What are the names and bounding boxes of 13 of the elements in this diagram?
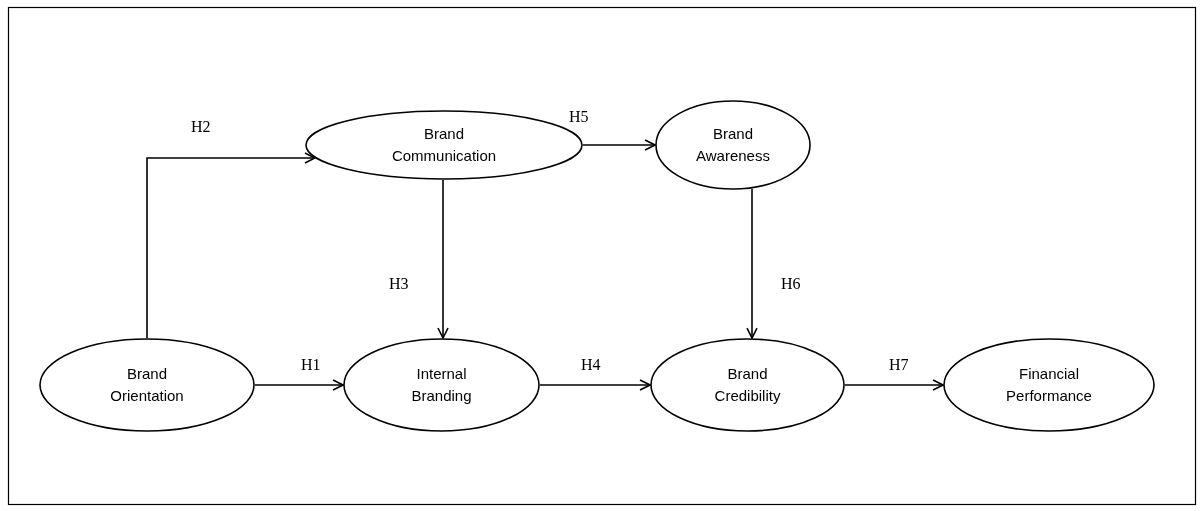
construct-name: Internal Branding [410,364,473,406]
construct-name: Brand Communication [390,124,498,166]
construct-name: Brand Orientation [109,364,185,406]
arrow [746,187,758,339]
arrow [844,379,944,391]
construct-name: Brand Credibility [713,364,782,406]
arrow [437,179,449,339]
construct-name: Brand Awareness [695,124,771,166]
construct-name: Financial Performance [1005,364,1093,406]
arrow [254,379,344,391]
arrow [582,139,656,151]
arrow [539,379,651,391]
arrow [146,152,316,339]
